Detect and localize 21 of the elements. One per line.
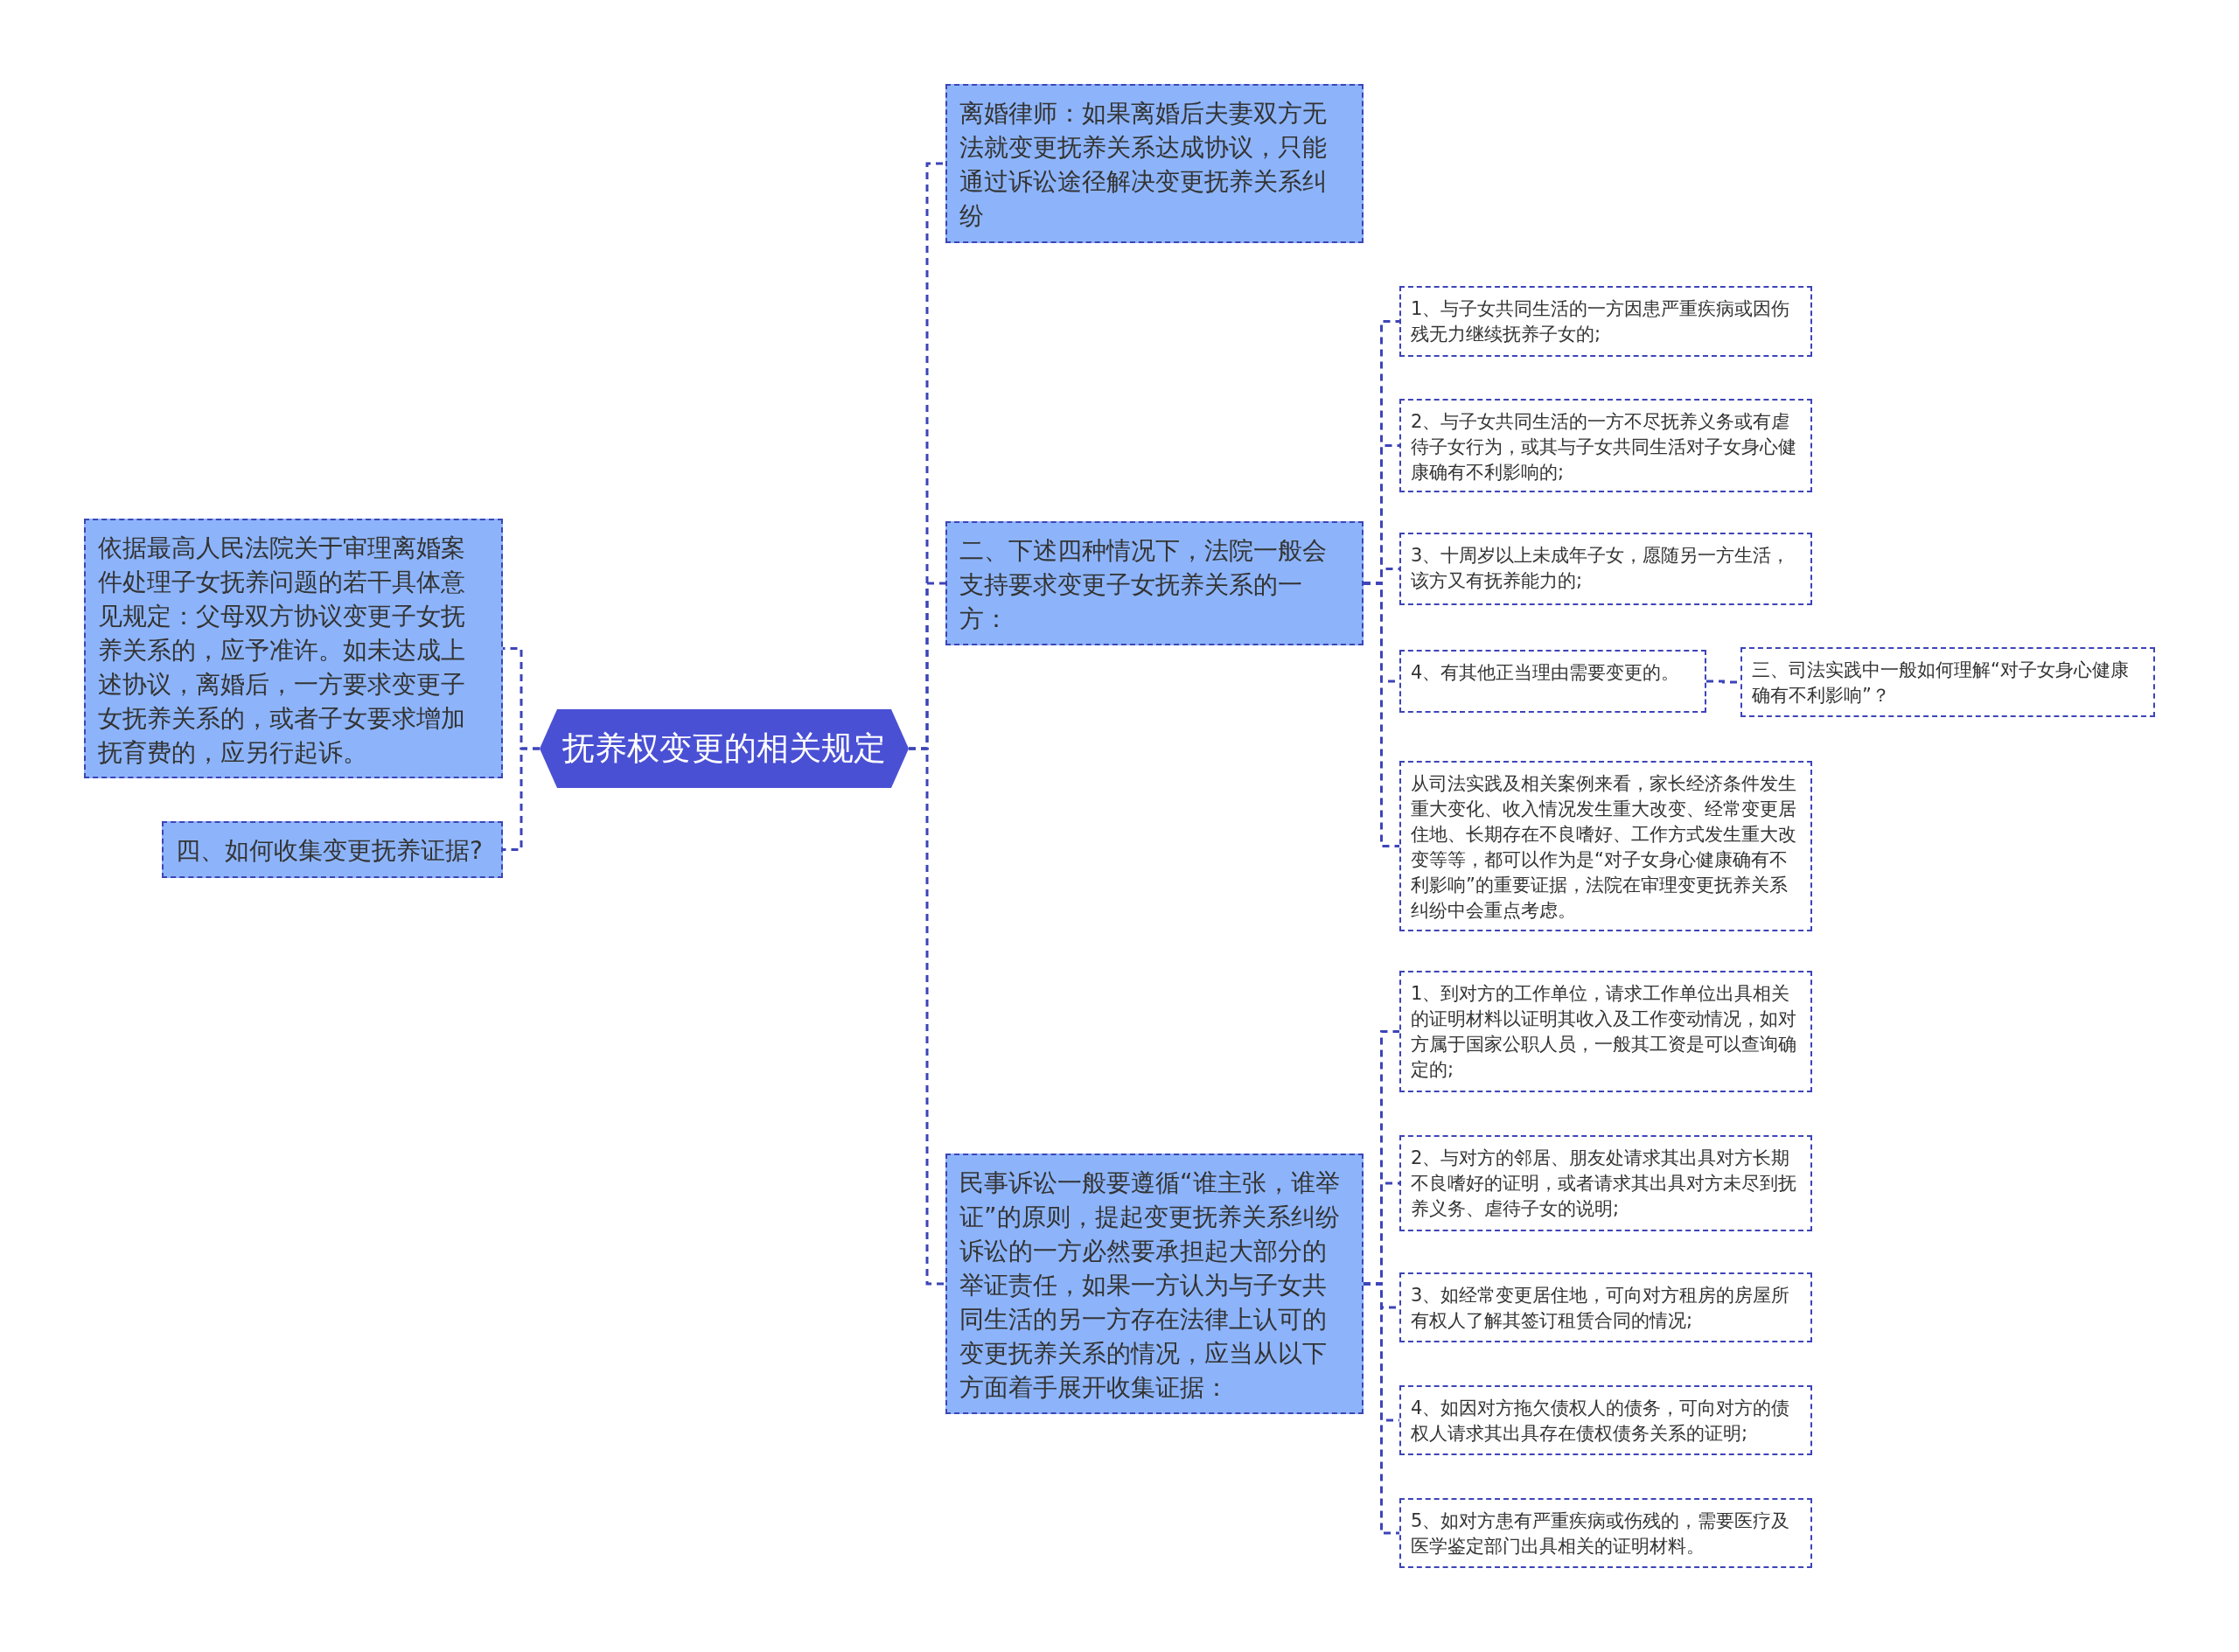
note-box: 1、到对方的工作单位，请求工作单位出具相关的证明材料以证明其收入及工作变动情况，如对方属于国家公职人员，一般其工资是可以查询确定的;	[1399, 971, 1812, 1092]
topic-box: 二、下述四种情况下，法院一般会支持要求变更子女抚养关系的一方：	[945, 521, 1364, 645]
note-box: 3、如经常变更居住地，可向对方租房的房屋所有权人了解其签订租赁合同的情况;	[1399, 1272, 1812, 1342]
note-box: 4、如因对方拖欠债权人的债务，可向对方的债权人请求其出具存在债权债务关系的证明;	[1399, 1385, 1812, 1455]
note-box: 1、与子女共同生活的一方因患严重疾病或因伤残无力继续抚养子女的;	[1399, 286, 1812, 357]
note-box: 3、十周岁以上未成年子女，愿随另一方生活，该方又有抚养能力的;	[1399, 533, 1812, 605]
topic-hexagon: 抚养权变更的相关规定	[540, 709, 909, 788]
connector-line	[503, 747, 540, 851]
note-box: 4、有其他正当理由需要变更的。	[1399, 650, 1706, 713]
note-box: 2、与子女共同生活的一方不尽抚养义务或有虐待子女行为，或其与子女共同生活对子女身心健康确有不利影响的;	[1399, 399, 1812, 492]
topic-box: 四、如何收集变更抚养证据?	[162, 821, 503, 878]
note-box: 2、与对方的邻居、朋友处请求其出具对方长期不良嗜好的证明，或者请求其出具对方未尽到抚养义务、虐待子女的说明;	[1399, 1135, 1812, 1231]
connector-line	[1364, 582, 1399, 847]
note-box: 从司法实践及相关案例来看，家长经济条件发生重大变化、收入情况发生重大改变、经常变更居住地、长期存在不良嗜好、工作方式发生重大改变等等，都可以作为是“对子女身心健康确有不利影响”的重要证据，法院在审理变更抚养关系纠纷中会重点考虑。	[1399, 761, 1812, 931]
topic-box: 依据最高人民法院关于审理离婚案件处理子女抚养问题的若干具体意见规定：父母双方协议变更子女抚养关系的，应予准许。如未达成上述协议，离婚后，一方要求变更子女抚养关系的，或者子女要求增加抚育费的，应另行起诉。	[84, 519, 503, 778]
connector-line	[909, 747, 945, 1286]
note-box: 三、司法实践中一般如何理解“对子女身心健康确有不利影响”？	[1740, 647, 2155, 717]
note-box: 5、如对方患有严重疾病或伤残的，需要医疗及医学鉴定部门出具相关的证明材料。	[1399, 1498, 1812, 1568]
connector-line	[1364, 1282, 1399, 1535]
topic-box: 民事诉讼一般要遵循“谁主张，谁举证”的原则，提起变更抚养关系纠纷诉讼的一方必然要承担起大部分的举证责任，如果一方认为与子女共同生活的另一方存在法律上认可的变更抚养关系的情况，应当从以下方面着手展开收集证据：	[945, 1154, 1364, 1414]
topic-box: 离婚律师：如果离婚后夫妻双方无法就变更抚养关系达成协议，只能通过诉讼途径解决变更抚养关系纠纷	[945, 84, 1364, 243]
